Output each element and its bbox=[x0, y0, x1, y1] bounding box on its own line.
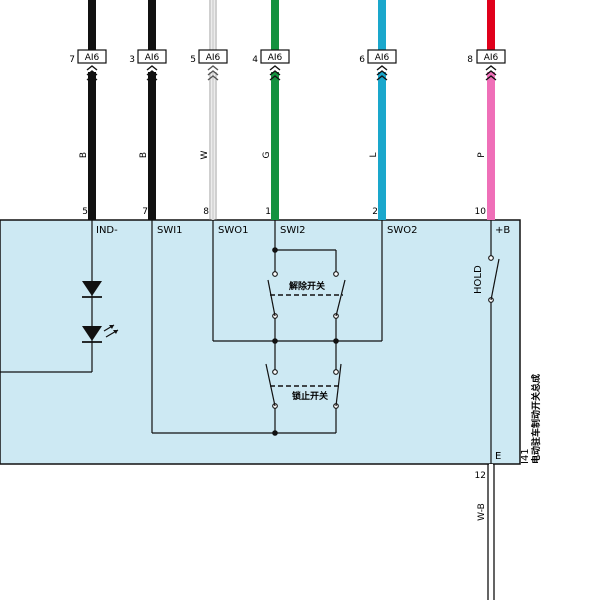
terminal-swo2: SWO2 bbox=[387, 225, 417, 236]
connector-pin: 3 bbox=[129, 55, 135, 65]
terminal-swi1: SWI1 bbox=[157, 225, 183, 236]
connector-box bbox=[367, 49, 397, 64]
connectors: 7 3 5 4 6 8 bbox=[69, 55, 473, 65]
chevron-icon bbox=[146, 65, 158, 71]
connector-box bbox=[77, 49, 107, 64]
wire-code: L bbox=[369, 152, 379, 157]
chevron-icon bbox=[146, 75, 158, 81]
led-icon bbox=[82, 324, 119, 343]
chevron-icon bbox=[376, 65, 388, 71]
wire-color-codes: B B W G L P W-B bbox=[79, 150, 487, 520]
connector-box bbox=[198, 49, 228, 64]
connector-label: AI6 bbox=[206, 53, 221, 63]
chevron-icon bbox=[269, 70, 281, 76]
chevron-icon bbox=[485, 75, 497, 81]
chevron-icon bbox=[269, 75, 281, 81]
component-name: 电动驻车制动开关总成 bbox=[530, 374, 542, 464]
terminal-e: E bbox=[495, 451, 501, 462]
chevron-icon bbox=[86, 75, 98, 81]
connector-pin: 5 bbox=[190, 55, 196, 65]
connector-pin: 8 bbox=[467, 55, 473, 65]
connector-label: AI6 bbox=[85, 53, 100, 63]
wire-group bbox=[88, 0, 495, 600]
connector-label: AI6 bbox=[484, 53, 499, 63]
diode-icon bbox=[82, 281, 102, 298]
component-box bbox=[0, 219, 521, 465]
chevron-icon bbox=[207, 65, 219, 71]
chevron-icon bbox=[86, 65, 98, 71]
lock-switch: 锁止开关 bbox=[265, 363, 342, 409]
connector-label: AI6 bbox=[375, 53, 390, 63]
chevron-icon bbox=[146, 70, 158, 76]
chevron-icon bbox=[485, 65, 497, 71]
chevron-icon bbox=[376, 70, 388, 76]
connector-pin: 7 bbox=[69, 55, 75, 65]
terminal-swi2: SWI2 bbox=[280, 225, 306, 236]
connector-box bbox=[137, 49, 167, 64]
hold-switch-label: HOLD bbox=[473, 265, 484, 294]
pin-numbers: 5 7 8 1 2 10 12 bbox=[82, 207, 486, 481]
wire-code: B bbox=[139, 152, 149, 158]
lock-switch-label: 锁止开关 bbox=[292, 390, 328, 402]
wire-code: G bbox=[262, 151, 272, 158]
connector-pin: 6 bbox=[359, 55, 365, 65]
connector-boxes: AI6 AI6 AI6 AI6 AI6 AI6 bbox=[77, 49, 506, 81]
chevron-icon bbox=[207, 75, 219, 81]
ground-wire bbox=[489, 464, 493, 600]
internal-circuit bbox=[0, 220, 492, 464]
chevron-icon bbox=[376, 75, 388, 81]
wire-code: B bbox=[79, 152, 89, 158]
terminal-ind: IND- bbox=[96, 225, 118, 236]
component-id: I41 bbox=[520, 448, 531, 464]
connector-pin: 4 bbox=[252, 55, 258, 65]
connector-label: AI6 bbox=[145, 53, 160, 63]
pin-number: 8 bbox=[203, 207, 209, 217]
terminal-swo1: SWO1 bbox=[218, 225, 248, 236]
chevron-icon bbox=[485, 70, 497, 76]
terminal-labels: IND- SWI1 SWO1 SWI2 SWO2 +B E bbox=[96, 225, 510, 462]
pin-number: 10 bbox=[475, 207, 487, 217]
connector-box bbox=[476, 49, 506, 64]
wire-code: W bbox=[200, 150, 210, 159]
chevron-icon bbox=[269, 65, 281, 71]
chevron-icon bbox=[86, 70, 98, 76]
pin-number: 7 bbox=[142, 207, 148, 217]
connector-box bbox=[260, 49, 290, 64]
release-switch-label: 解除开关 bbox=[289, 280, 325, 292]
junction-dots bbox=[272, 247, 339, 436]
chevron-icon bbox=[207, 70, 219, 76]
wire-code: P bbox=[477, 152, 487, 158]
terminal-plus-b: +B bbox=[495, 225, 510, 236]
hold-switch: HOLD bbox=[473, 255, 500, 303]
component-title: I41 电动驻车制动开关总成 bbox=[520, 374, 542, 464]
pin-number: 1 bbox=[265, 207, 271, 217]
pin-number: 12 bbox=[475, 471, 486, 481]
wire-code: W-B bbox=[477, 503, 487, 521]
pin-number: 2 bbox=[372, 207, 378, 217]
pin-number: 5 bbox=[82, 207, 88, 217]
connector-label: AI6 bbox=[268, 53, 283, 63]
release-switch: 解除开关 bbox=[267, 271, 346, 319]
